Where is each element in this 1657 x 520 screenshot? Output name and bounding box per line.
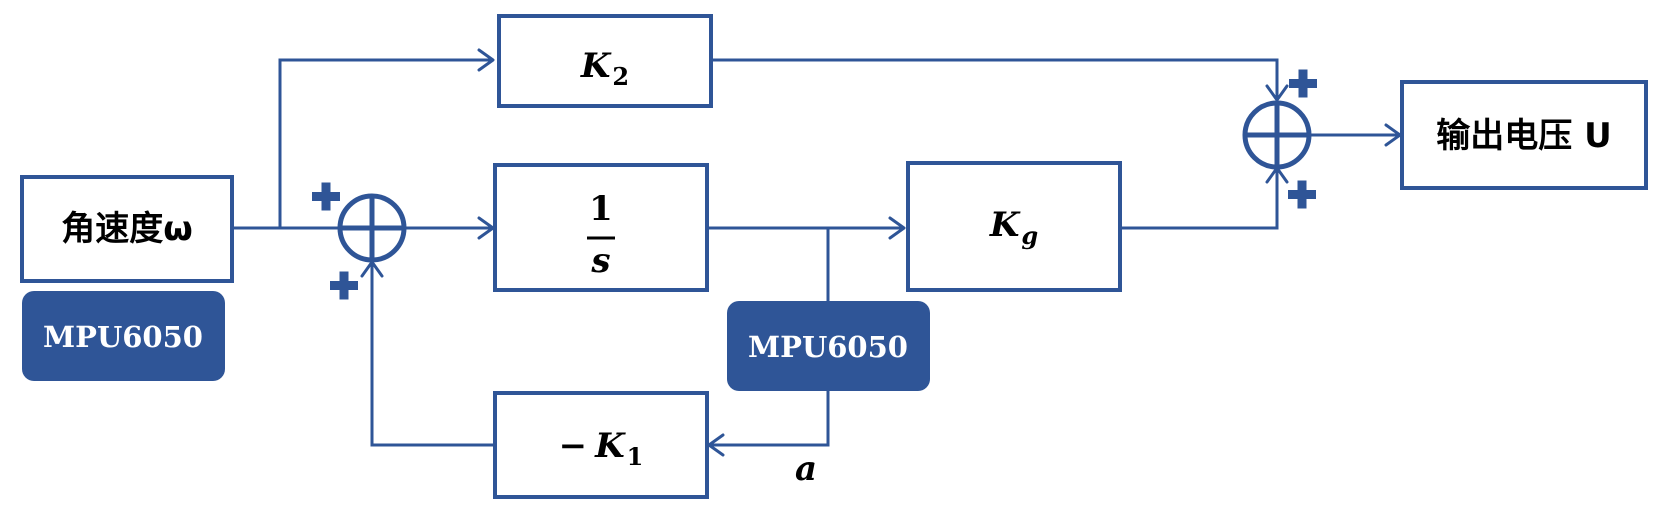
k1-subscript: 1	[627, 442, 644, 471]
output-voltage-block	[1400, 80, 1648, 190]
integrator-numerator: 1	[589, 189, 613, 229]
neg-k1-gain-block	[493, 391, 709, 499]
neg-k1-gain-label: −K1	[559, 426, 644, 471]
angular-velocity-block	[20, 175, 234, 283]
summing-junction-2	[1242, 100, 1312, 170]
k1-symbol: K	[594, 426, 626, 466]
k2-gain-block	[497, 14, 713, 108]
mpu6050-sensor-label-left: MPU6050	[43, 320, 203, 354]
kg-subscript: g	[1021, 221, 1038, 250]
kg-gain-block	[906, 161, 1122, 292]
output-voltage-label: 输出电压 U	[1436, 116, 1611, 156]
mpu6050-sensor-label-center: MPU6050	[748, 330, 908, 364]
k1-minus-sign: −	[559, 426, 588, 466]
arrowhead-into-k2	[477, 48, 495, 72]
kg-symbol: K	[989, 205, 1021, 245]
plus-sign-sum2-top	[1289, 69, 1317, 98]
wire-k1-feedback-to-sum1	[370, 264, 493, 447]
plus-sign-sum1-bottom	[330, 271, 358, 300]
plus-sign-sum1-left	[312, 182, 340, 211]
wire-branch-to-k2	[278, 58, 493, 228]
mpu6050-sensor-badge-center	[727, 301, 930, 391]
arrowhead-into-kg	[888, 216, 906, 240]
kg-gain-label: Kg	[989, 205, 1038, 250]
k2-gain-label: K2	[580, 46, 629, 91]
wire-k2-to-sum2	[713, 58, 1279, 98]
integrator-block	[493, 163, 709, 292]
k2-symbol: K	[580, 46, 612, 86]
summing-junction-1	[337, 193, 407, 263]
plus-sign-sum2-bottom	[1288, 180, 1316, 209]
signal-a-label: a	[795, 449, 817, 489]
arrowhead-into-sum2-top	[1265, 84, 1289, 102]
mpu6050-sensor-badge-left	[22, 291, 225, 381]
integrator-denominator: s	[590, 241, 610, 281]
wire-kg-to-sum2	[1120, 170, 1279, 230]
wire-branch-to-k1	[709, 228, 830, 447]
k2-subscript: 2	[612, 62, 629, 91]
angular-velocity-label: 角速度ω	[61, 209, 193, 249]
